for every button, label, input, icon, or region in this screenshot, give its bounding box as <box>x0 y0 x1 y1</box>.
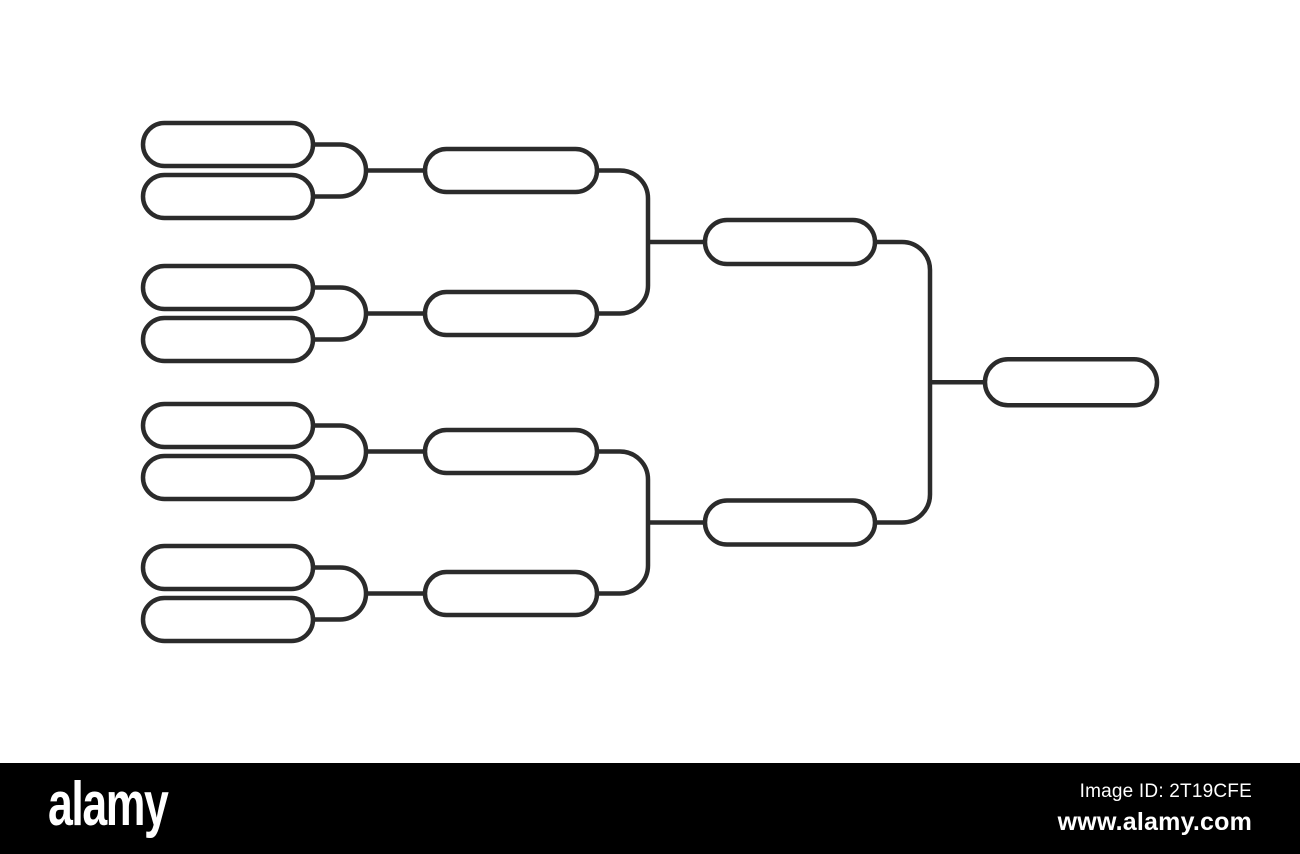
image-id-text: Image ID: 2T19CFE <box>1079 780 1252 802</box>
footer-bar: alamy Image ID: 2T19CFE www.alamy.com <box>0 763 1300 854</box>
team-slot-3 <box>140 263 316 312</box>
round2-slot-1 <box>422 146 600 195</box>
round-2 <box>422 146 705 618</box>
team-slot-2 <box>140 172 316 221</box>
tournament-bracket-diagram <box>140 120 1160 644</box>
team-slot-4 <box>140 315 316 364</box>
semifinal-2-connector <box>597 449 651 596</box>
match-1-connector <box>313 142 369 199</box>
match-2-connector <box>313 285 369 342</box>
team-slot-6 <box>140 453 316 502</box>
champion-slot <box>982 357 1160 408</box>
match-3-connector <box>313 423 369 480</box>
final-round <box>982 357 1160 408</box>
semifinal-slot-1 <box>702 217 878 267</box>
round2-slot-2 <box>422 289 600 338</box>
match-4-connector <box>313 565 369 622</box>
team-slot-1 <box>140 120 316 169</box>
round2-slot-4 <box>422 569 600 618</box>
final-connector <box>875 239 933 525</box>
semifinal-slot-2 <box>702 498 878 547</box>
alamy-logo: alamy <box>48 769 169 839</box>
round2-slot-3 <box>422 427 600 476</box>
team-slot-5 <box>140 401 316 450</box>
semifinal-1-connector <box>597 168 651 316</box>
team-slot-8 <box>140 595 316 644</box>
round-1 <box>140 120 425 644</box>
team-slot-7 <box>140 543 316 592</box>
image-credit: Image ID: 2T19CFE www.alamy.com <box>1058 781 1252 837</box>
alamy-website-text: www.alamy.com <box>1057 807 1252 836</box>
semifinals <box>702 217 985 547</box>
